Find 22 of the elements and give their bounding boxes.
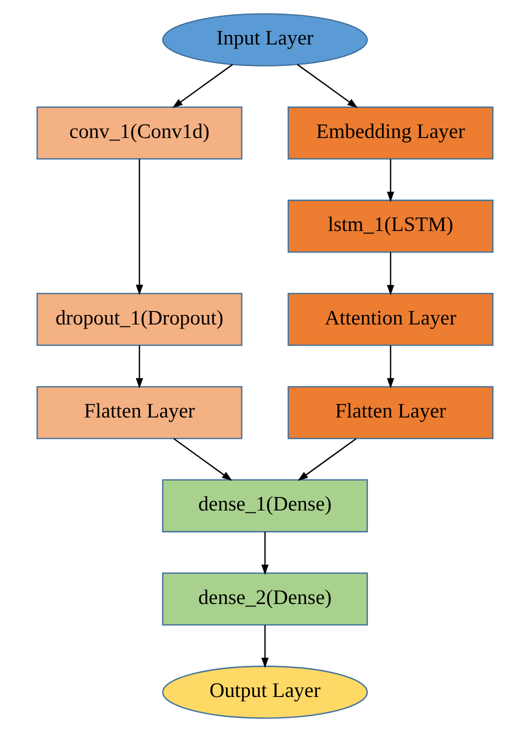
node-box: Attention Layer [287, 292, 493, 346]
arrow [386, 252, 394, 296]
node-box: conv_1(Conv1d) [36, 106, 242, 160]
node-box: dense_1(Dense) [162, 479, 368, 532]
arrow [172, 438, 232, 481]
arrow [297, 438, 356, 481]
node-box: Embedding Layer [287, 106, 493, 160]
node-box: dropout_1(Dropout) [36, 292, 242, 346]
node-box: dense_2(Dense) [162, 572, 368, 626]
arrow [296, 64, 358, 108]
arrow [135, 159, 143, 296]
node-box: lstm_1(LSTM) [287, 200, 493, 253]
arrow [260, 532, 268, 575]
node-box: Flatten Layer [287, 386, 493, 440]
arrow [172, 64, 233, 108]
arrow [386, 159, 394, 202]
node-box: Flatten Layer [36, 386, 242, 440]
node-ellipse: Input Layer [162, 13, 368, 66]
arrow [260, 625, 268, 668]
node-ellipse: Output Layer [162, 666, 368, 719]
arrow [386, 345, 394, 389]
arrow [135, 345, 143, 389]
